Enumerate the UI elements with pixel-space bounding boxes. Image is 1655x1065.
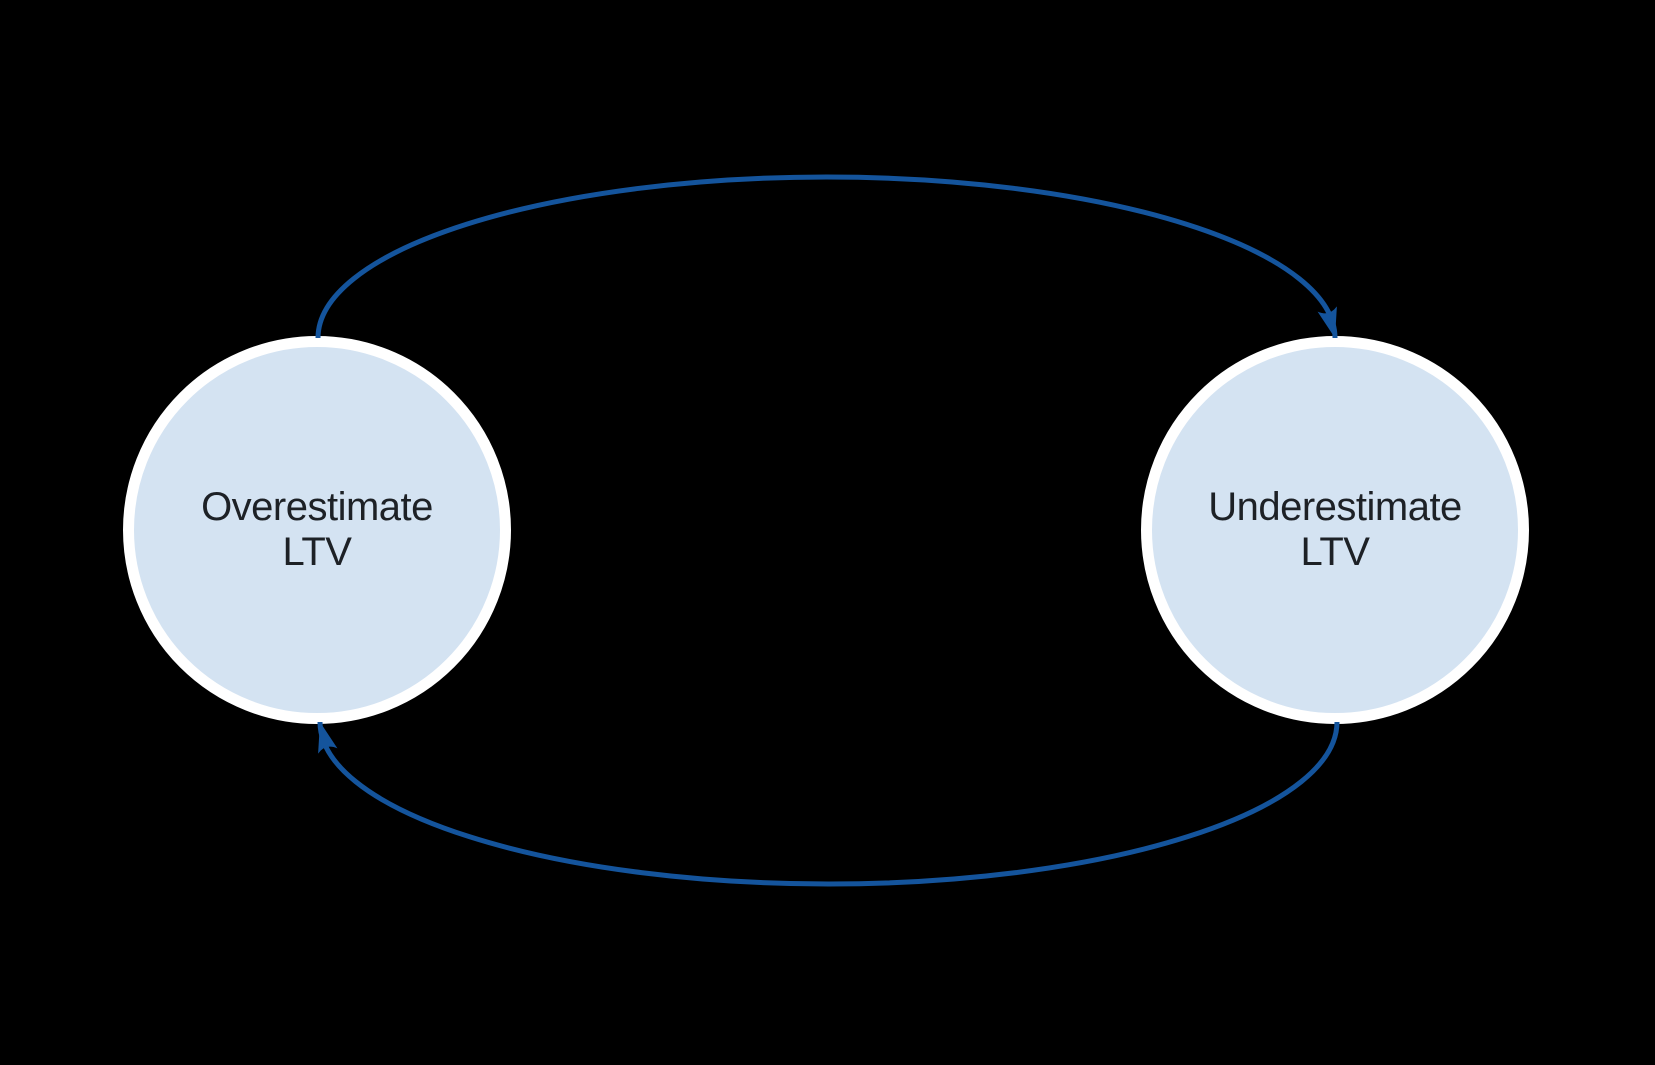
node-underestimate-ltv: Underestimate LTV (1141, 336, 1529, 724)
node-overestimate-ltv: Overestimate LTV (123, 336, 511, 724)
node-overestimate-label: Overestimate LTV (201, 485, 433, 575)
arrow-underestimate-to-overestimate (317, 721, 1340, 887)
label-line: Overestimate (201, 484, 433, 529)
label-line: LTV (1300, 530, 1370, 574)
arrow-overestimate-to-underestimate (315, 174, 1338, 339)
label-line: LTV (282, 530, 352, 574)
node-underestimate-label: Underestimate LTV (1208, 485, 1462, 575)
label-line: Underestimate (1208, 484, 1462, 529)
